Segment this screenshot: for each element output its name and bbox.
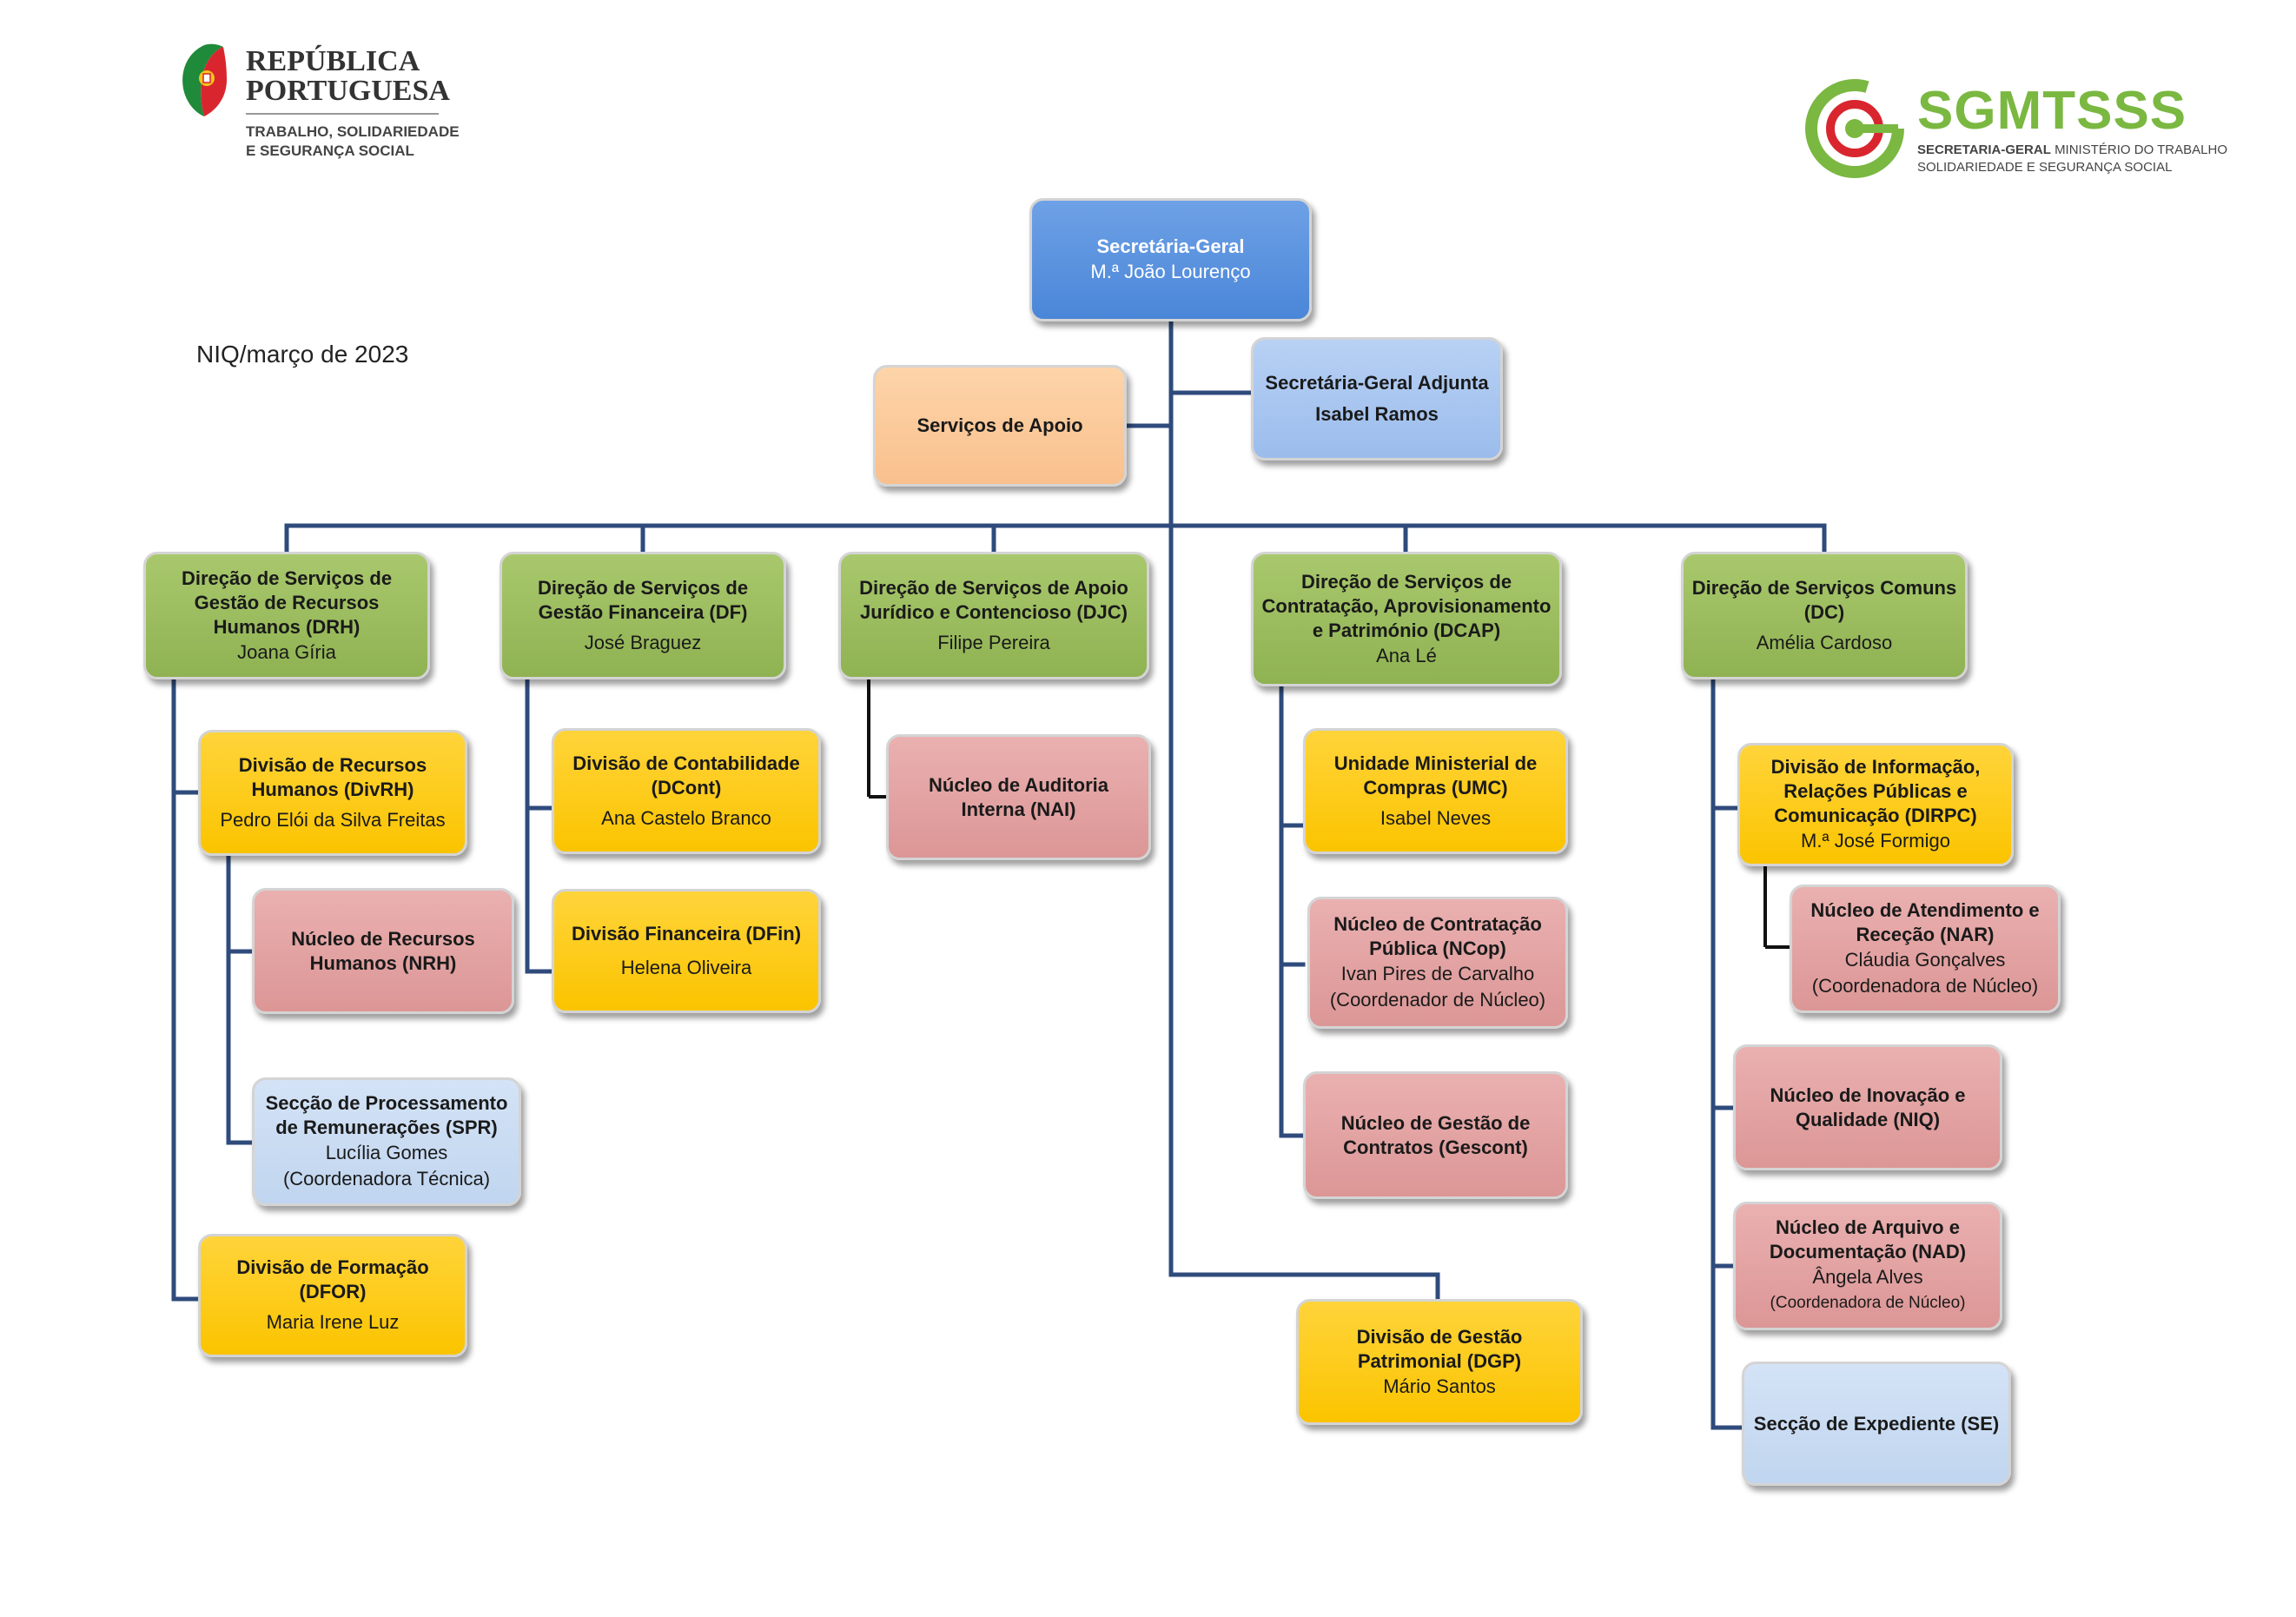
box-title: Secção de Processamento de Remunerações … — [265, 1092, 508, 1138]
box-name: M.ª José Formigo — [1801, 830, 1950, 852]
box-umc: Unidade Ministerial de Compras (UMC) Isa… — [1303, 728, 1568, 854]
box-name: Ivan Pires de Carvalho — [1340, 963, 1535, 984]
sgmtsss-logo: SGMTSSS SECRETARIA-GERAL MINISTÉRIO DO T… — [1803, 76, 2227, 181]
gov-logo-divider — [246, 113, 439, 115]
box-title: Divisão de Recursos Humanos (DivRH) — [238, 753, 427, 800]
box-df: Direção de Serviços de Gestão Financeira… — [500, 552, 786, 679]
box-gescont: Núcleo de Gestão de Contratos (Gescont) — [1303, 1071, 1568, 1199]
box-title: Núcleo de Inovação e Qualidade (NIQ) — [1770, 1084, 1966, 1130]
box-dfin: Divisão Financeira (DFin) Helena Oliveir… — [552, 889, 821, 1013]
box-title: Direção de Serviços Comuns (DC) — [1691, 576, 1957, 623]
box-dc: Direção de Serviços Comuns (DC) Amélia C… — [1681, 552, 1968, 679]
box-dcont: Divisão de Contabilidade (DCont) Ana Cas… — [552, 728, 821, 854]
box-spr: Secção de Processamento de Remunerações … — [252, 1077, 521, 1206]
box-nad: Núcleo de Arquivo e Documentação (NAD) Â… — [1733, 1202, 2002, 1330]
box-nai: Núcleo de Auditoria Interna (NAI) — [886, 734, 1151, 860]
box-title: Unidade Ministerial de Compras (UMC) — [1333, 752, 1538, 799]
box-divrh: Divisão de Recursos Humanos (DivRH) Pedr… — [198, 730, 467, 856]
gov-ministry-line1: TRABALHO, SOLIDARIEDADE — [246, 123, 460, 140]
box-name: Pedro Elói da Silva Freitas — [220, 808, 446, 831]
box-drh: Direção de Serviços de Gestão de Recurso… — [143, 552, 430, 679]
box-name: Isabel Ramos — [1315, 403, 1439, 425]
republica-portuguesa-logo: REPÚBLICA PORTUGUESA TRABALHO, SOLIDARIE… — [178, 43, 465, 165]
box-name: Isabel Neves — [1380, 806, 1492, 829]
box-name: Lucília Gomes — [325, 1142, 448, 1163]
box-title: Secretária-Geral — [1096, 235, 1245, 257]
date-label: NIQ/março de 2023 — [196, 341, 409, 368]
box-title: Núcleo de Atendimento e Receção (NAR) — [1810, 899, 2040, 945]
gov-name-line2: PORTUGUESA — [246, 75, 450, 107]
box-title: Direção de Serviços de Gestão de Recurso… — [181, 567, 393, 638]
box-name: Ângela Alves — [1812, 1266, 1923, 1288]
gov-ministry-line2: E SEGURANÇA SOCIAL — [246, 142, 414, 159]
box-title: Secção de Expediente (SE) — [1753, 1412, 2000, 1435]
box-name: José Braguez — [584, 631, 702, 653]
flag-emblem-icon — [182, 43, 227, 116]
box-name: Ana Castelo Branco — [601, 806, 771, 829]
box-note: (Coordenadora Técnica) — [282, 1168, 491, 1190]
box-title: Serviços de Apoio — [916, 414, 1083, 436]
box-title: Divisão de Informação, Relações Públicas… — [1770, 756, 1981, 826]
box-title: Núcleo de Arquivo e Documentação (NAD) — [1769, 1216, 1967, 1262]
box-title: Divisão de Formação (DFOR) — [236, 1256, 429, 1302]
target-logo-icon — [1805, 79, 1904, 178]
box-title: Núcleo de Auditoria Interna (NAI) — [929, 773, 1108, 820]
sg-subtitle-bold: SECRETARIA-GERAL — [1917, 142, 2051, 157]
gov-name-line1: REPÚBLICA — [246, 45, 420, 77]
box-note: (Coordenadora de Núcleo) — [1770, 1294, 1966, 1312]
box-name: Amélia Cardoso — [1756, 631, 1893, 653]
box-title: Núcleo de Gestão de Contratos (Gescont) — [1340, 1111, 1531, 1158]
box-title: Direção de Serviços de Gestão Financeira… — [537, 576, 749, 623]
box-nrh: Núcleo de Recursos Humanos (NRH) — [252, 888, 514, 1014]
box-name: Maria Irene Luz — [266, 1311, 400, 1333]
box-name: Ana Lé — [1376, 644, 1437, 666]
box-djc: Direção de Serviços de Apoio Jurídico e … — [838, 552, 1149, 679]
box-dirpc: Divisão de Informação, Relações Públicas… — [1737, 743, 2014, 866]
box-name: Joana Gíria — [237, 640, 336, 663]
box-note: (Coordenadora de Núcleo) — [1811, 975, 2039, 997]
box-dcap: Direção de Serviços de Contratação, Apro… — [1251, 552, 1562, 686]
box-title: Núcleo de Contratação Pública (NCop) — [1333, 913, 1542, 959]
box-name: Mário Santos — [1383, 1375, 1496, 1397]
box-secretaria-geral: Secretária-Geral M.ª João Lourenço — [1029, 198, 1312, 321]
box-title: Secretária-Geral Adjunta — [1265, 372, 1489, 394]
box-name: Helena Oliveira — [620, 956, 752, 978]
box-note: (Coordenador de Núcleo) — [1329, 989, 1546, 1011]
sg-subtitle-line2: SOLIDARIEDADE E SEGURANÇA SOCIAL — [1917, 160, 2173, 175]
box-secretaria-geral-adjunta: Secretária-Geral Adjunta Isabel Ramos — [1251, 337, 1503, 461]
box-name: Filipe Pereira — [937, 631, 1050, 653]
box-dgp: Divisão de Gestão Patrimonial (DGP) Mári… — [1296, 1299, 1583, 1425]
box-dfor: Divisão de Formação (DFOR) Maria Irene L… — [198, 1234, 467, 1357]
box-title: Divisão de Gestão Patrimonial (DGP) — [1356, 1325, 1523, 1372]
box-servicos-de-apoio: Serviços de Apoio — [873, 365, 1127, 487]
sg-subtitle-rest: MINISTÉRIO DO TRABALHO — [2054, 142, 2227, 157]
box-name: Cláudia Gonçalves — [1844, 949, 2006, 971]
box-ncop: Núcleo de Contratação Pública (NCop) Iva… — [1307, 897, 1568, 1029]
box-title: Divisão de Contabilidade (DCont) — [572, 752, 800, 799]
sg-name: SGMTSSS — [1917, 81, 2187, 141]
box-niq: Núcleo de Inovação e Qualidade (NIQ) — [1733, 1044, 2002, 1170]
box-nar: Núcleo de Atendimento e Receção (NAR) Cl… — [1790, 885, 2061, 1013]
box-title: Divisão Financeira (DFin) — [571, 922, 802, 944]
box-title: Direção de Serviços de Apoio Jurídico e … — [859, 576, 1128, 623]
sg-subtitle-line1: SECRETARIA-GERAL MINISTÉRIO DO TRABALHO — [1917, 142, 2227, 157]
box-title: Direção de Serviços de Contratação, Apro… — [1261, 570, 1552, 641]
box-title: Núcleo de Recursos Humanos (NRH) — [291, 927, 475, 974]
box-se: Secção de Expediente (SE) — [1742, 1362, 2011, 1486]
box-name: M.ª João Lourenço — [1090, 261, 1251, 282]
